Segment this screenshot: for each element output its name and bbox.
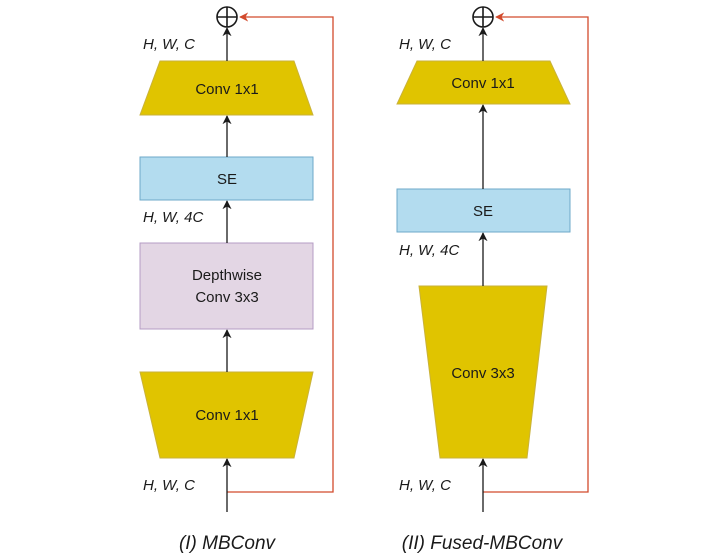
dim-label-output: H, W, C	[399, 36, 451, 53]
fused-conv-3x3-block	[418, 285, 548, 459]
residual-connection	[227, 12, 334, 493]
project-conv-1x1-block	[139, 60, 314, 116]
se-label: SE	[473, 203, 493, 220]
project-conv-label: Conv 1x1	[195, 81, 258, 98]
dim-label-output: H, W, C	[143, 36, 195, 53]
add-icon	[472, 6, 494, 28]
project-conv-label: Conv 1x1	[451, 75, 514, 92]
dim-label-expanded: H, W, 4C	[143, 209, 203, 226]
caption-mbconv: (I) MBConv	[179, 533, 277, 554]
depthwise-conv-block	[139, 242, 314, 330]
depthwise-label-line2: Conv 3x3	[195, 289, 258, 306]
project-conv-1x1-block	[396, 60, 571, 105]
residual-connection	[483, 12, 589, 493]
dim-label-input: H, W, C	[399, 477, 451, 494]
fused-conv-label: Conv 3x3	[451, 365, 514, 382]
add-icon	[216, 6, 238, 28]
caption-fused-mbconv: (II) Fused-MBConv	[402, 533, 564, 554]
expand-conv-label: Conv 1x1	[195, 407, 258, 424]
se-block	[396, 188, 571, 233]
fused-mbconv-diagram: Conv 3x3 H, W, 4C SE Conv 1x1 H, W, C H,…	[396, 6, 589, 554]
expand-conv-1x1-block	[139, 371, 314, 459]
dim-label-expanded: H, W, 4C	[399, 242, 459, 259]
se-label: SE	[217, 171, 237, 188]
se-block	[139, 156, 314, 201]
dim-label-input: H, W, C	[143, 477, 195, 494]
mbconv-diagram: Conv 1x1 Depthwise Conv 3x3 H, W, 4C SE …	[139, 6, 334, 554]
depthwise-label-line1: Depthwise	[192, 267, 262, 284]
